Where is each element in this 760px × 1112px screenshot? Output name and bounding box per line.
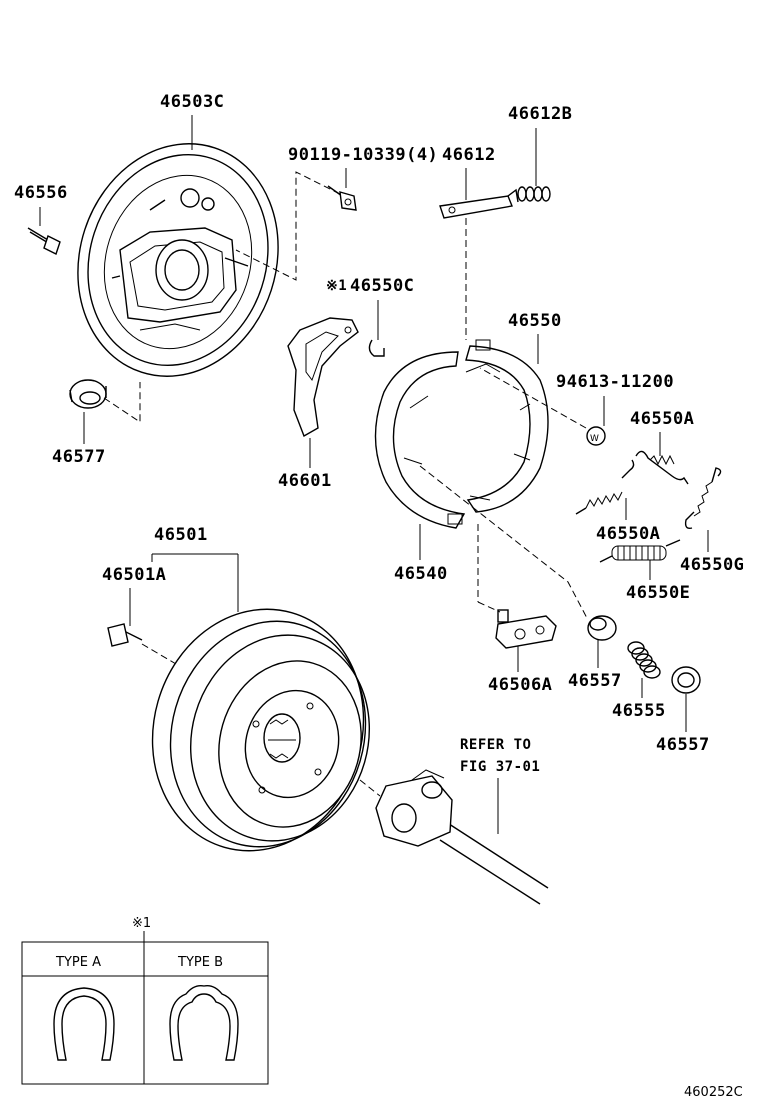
- label-clip-note: ※1: [326, 278, 347, 294]
- strut-spring-drawing: [517, 186, 551, 202]
- refer-line-2: FIG 37-01: [460, 759, 540, 775]
- backing-plate-drawing: [77, 143, 279, 377]
- strut-drawing: [439, 188, 519, 219]
- label-46612b: 46612B: [508, 104, 572, 124]
- hole-plug-drawing: [69, 379, 107, 409]
- label-46506a: 46506A: [488, 675, 552, 695]
- adjuster-drawing: [495, 609, 557, 649]
- retainer-drawing: [671, 666, 701, 694]
- label-46550c: 46550C: [350, 276, 414, 296]
- bolt-46556-drawing: [27, 227, 61, 255]
- label-46555: 46555: [612, 701, 666, 721]
- label-94613: 94613-11200: [556, 372, 674, 392]
- inset-type-a: TYPE A: [55, 955, 101, 970]
- label-46501a: 46501A: [102, 565, 166, 585]
- lever-drawing: [287, 317, 359, 438]
- label-46550g: 46550G: [680, 555, 744, 575]
- clip-type-b-drawing: [169, 984, 239, 1061]
- compression-spring-drawing: [627, 641, 661, 679]
- spring-46550a-lower-drawing: [575, 459, 635, 515]
- label-46556: 46556: [14, 183, 68, 203]
- drive-shaft-drawing: [375, 769, 549, 905]
- cup-drawing: [587, 615, 617, 641]
- inset-type-b: TYPE B: [177, 955, 223, 970]
- bolt-90119-drawing: [327, 185, 357, 211]
- spring-46550a-upper-drawing: [635, 450, 689, 485]
- label-90119: 90119-10339(4): [288, 145, 438, 165]
- label-46550a-lower: 46550A: [596, 524, 660, 544]
- label-46501: 46501: [154, 525, 208, 545]
- label-46550e: 46550E: [626, 583, 690, 603]
- refer-line-1: REFER TO: [460, 737, 531, 753]
- spring-46550g-drawing: [684, 467, 722, 530]
- label-46577: 46577: [52, 447, 106, 467]
- label-46557-upper: 46557: [568, 671, 622, 691]
- figure-code: 460252C: [684, 1085, 743, 1100]
- washer-drawing: [586, 426, 606, 446]
- label-46612: 46612: [442, 145, 496, 165]
- label-46550: 46550: [508, 311, 562, 331]
- label-46557-lower: 46557: [656, 735, 710, 755]
- svg-text:W: W: [590, 434, 599, 444]
- clip-type-inset: ※1 TYPE A TYPE B: [21, 916, 269, 1085]
- label-46540: 46540: [394, 564, 448, 584]
- drum-bolt-drawing: [107, 623, 143, 647]
- inset-note: ※1: [132, 916, 151, 931]
- clip-type-a-drawing: [53, 987, 115, 1061]
- label-46503c: 46503C: [160, 92, 224, 112]
- spring-46550e-drawing: [599, 539, 681, 563]
- label-46601: 46601: [278, 471, 332, 491]
- brake-shoe-drawing: [374, 339, 549, 529]
- drum-drawing: [151, 608, 371, 852]
- label-46550a-upper: 46550A: [630, 409, 694, 429]
